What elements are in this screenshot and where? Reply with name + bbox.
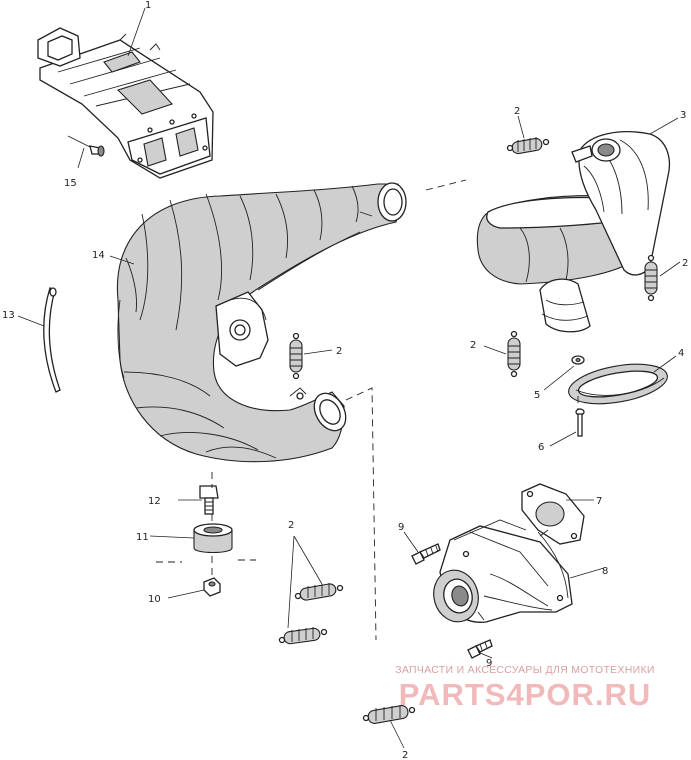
manifold-bolt-lower (467, 639, 493, 659)
callout-14: 14 (92, 250, 105, 261)
spring-e (294, 583, 344, 601)
callout-8: 8 (602, 566, 608, 577)
callout-10: 10 (148, 594, 161, 605)
spring-g (362, 705, 416, 724)
callout-9-lower: 9 (486, 658, 492, 669)
callout-2-right: 2 (682, 258, 688, 269)
callout-2-mid: 2 (470, 340, 476, 351)
mounting-bracket (37, 27, 214, 179)
silencer (476, 131, 671, 333)
hex-bolt (199, 485, 219, 515)
bushing (193, 523, 233, 554)
spring-c (507, 330, 521, 378)
callout-2-bottom: 2 (402, 750, 408, 760)
callout-1: 1 (145, 0, 151, 11)
callout-3: 3 (680, 110, 686, 121)
leader-lines (17, 7, 681, 749)
callout-5: 5 (534, 390, 540, 401)
watermark-brand: PARTS4POR.RU (398, 677, 652, 712)
bolt-small (575, 408, 585, 437)
spring-d (289, 332, 303, 380)
callout-2-center: 2 (336, 346, 342, 357)
gasket-ring (568, 363, 668, 405)
strap (43, 287, 61, 393)
spring-b (644, 254, 658, 302)
nut (203, 577, 221, 597)
callout-6: 6 (538, 442, 544, 453)
callout-4: 4 (678, 348, 684, 359)
callout-11: 11 (136, 532, 149, 543)
assembly-lines (156, 179, 579, 641)
callout-2-top: 2 (514, 106, 520, 117)
callout-12: 12 (148, 496, 161, 507)
callout-15: 15 (64, 178, 77, 189)
watermark-tagline: ЗАПЧАСТИ И АКСЕССУАРЫ ДЛЯ МОТОТЕХНИКИ (395, 664, 655, 676)
spring-a (506, 137, 550, 155)
exhaust-manifold (433, 519, 573, 623)
callout-7: 7 (596, 496, 602, 507)
manifold-bolt-upper (411, 543, 441, 565)
callout-9-upper: 9 (398, 522, 404, 533)
manifold-gasket (521, 483, 585, 545)
watermark: ЗАПЧАСТИ И АКСЕССУАРЫ ДЛЯ МОТОТЕХНИКИ PA… (365, 664, 685, 713)
expansion-chamber (116, 182, 407, 463)
callout-13: 13 (2, 310, 15, 321)
callout-2-lower: 2 (288, 520, 294, 531)
spring-f (278, 627, 328, 645)
washer (571, 355, 585, 365)
rivet (67, 135, 105, 157)
